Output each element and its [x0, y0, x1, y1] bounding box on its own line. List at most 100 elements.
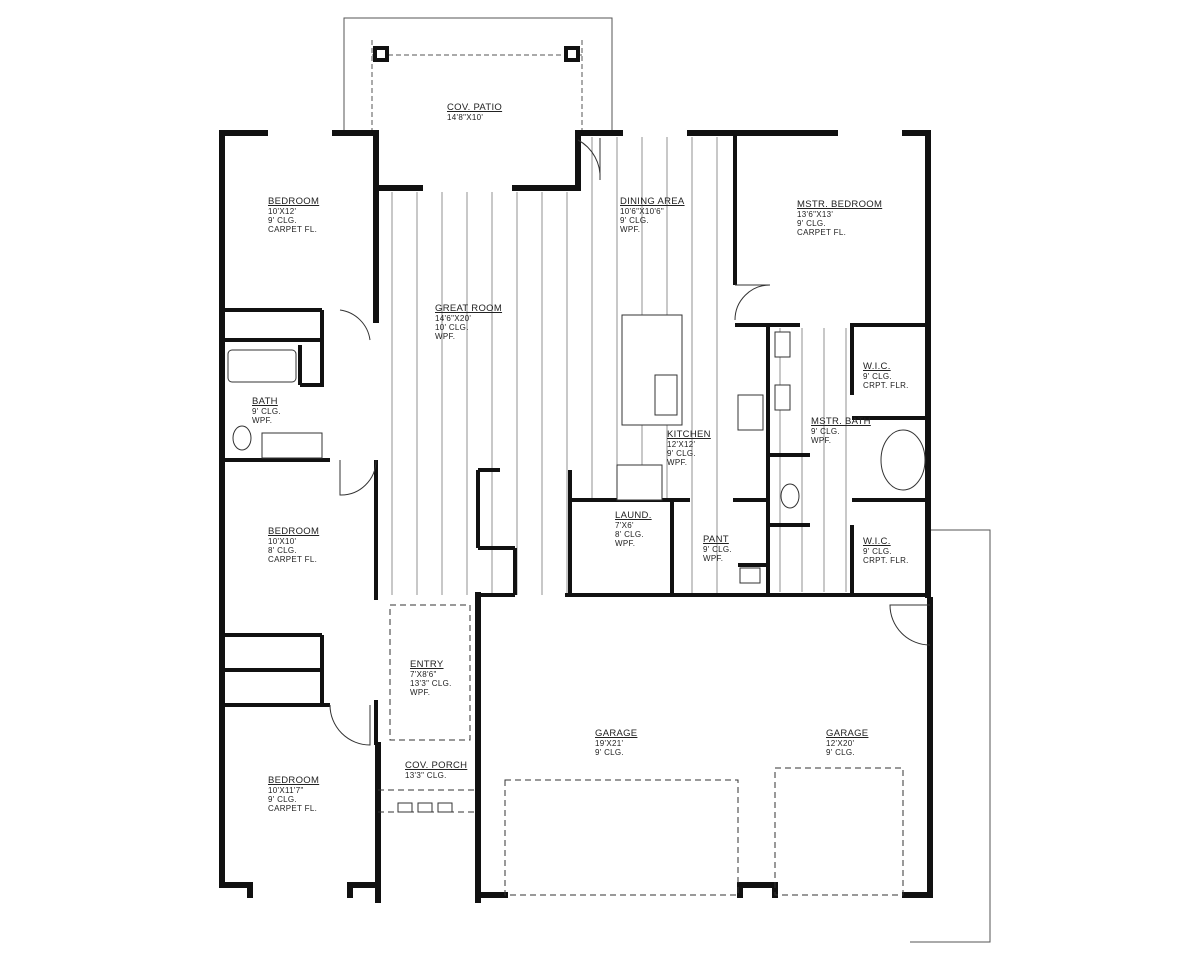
room-spec: 9' CLG.	[268, 216, 297, 225]
room-spec: 13'3" CLG.	[410, 679, 452, 688]
range	[737, 394, 764, 431]
porch-step-3	[437, 802, 453, 813]
entry-outline	[389, 604, 471, 741]
toilet-master	[780, 483, 800, 509]
room-name: PANT	[703, 534, 729, 545]
room-spec: 19'X21'	[595, 739, 624, 748]
room-spec: 7'X6'	[615, 521, 634, 530]
master-vanity-2	[774, 384, 791, 411]
room-name: BATH	[252, 396, 278, 407]
room-spec: 9' CLG.	[595, 748, 624, 757]
floor-hatch	[391, 137, 847, 595]
garage-door-1	[504, 779, 739, 896]
exterior-walls	[219, 130, 933, 903]
driveway-outline	[910, 529, 991, 943]
room-spec: WPF.	[615, 539, 636, 548]
room-spec: WPF.	[435, 332, 456, 341]
room-spec: 13'6"X13'	[797, 210, 834, 219]
fixtures	[227, 314, 926, 896]
room-name: GARAGE	[595, 728, 638, 739]
room-spec: CRPT. FLR.	[863, 381, 909, 390]
room-spec: 12'X12'	[667, 440, 696, 449]
room-spec: CARPET FL.	[797, 228, 847, 237]
room-spec: 9' CLG.	[703, 545, 732, 554]
room-spec: 10'X12'	[268, 207, 297, 216]
bath-vanity	[261, 432, 323, 459]
room-spec: CARPET FL.	[268, 804, 318, 813]
room-spec: WPF.	[667, 458, 688, 467]
room-spec: 10'X11'7"	[268, 786, 304, 795]
room-name: MSTR. BEDROOM	[797, 199, 883, 210]
room-spec: 10'6"X10'6"	[620, 207, 665, 216]
room-spec: 9' CLG.	[620, 216, 649, 225]
bathtub	[227, 349, 297, 383]
room-label-laund: LAUND.7'X6'8' CLG.WPF.	[615, 511, 652, 548]
garage-door-2	[774, 767, 904, 896]
room-name: DINING AREA	[620, 196, 685, 207]
water-heater	[739, 567, 761, 584]
room-spec: 10'X10'	[268, 537, 297, 546]
porch-step-2	[417, 802, 433, 813]
porch-step-1	[397, 802, 413, 813]
room-name: GREAT ROOM	[435, 303, 503, 314]
room-spec: WPF.	[620, 225, 641, 234]
room-name: COV. PATIO	[447, 102, 503, 113]
room-spec: WPF.	[703, 554, 724, 563]
door-swings	[329, 138, 931, 746]
room-spec: 14'6"X20'	[435, 314, 472, 323]
room-name: BEDROOM	[268, 526, 320, 537]
island-sink	[654, 374, 678, 416]
room-spec: WPF.	[410, 688, 431, 697]
room-spec: 8' CLG.	[268, 546, 297, 555]
room-spec: 9' CLG.	[252, 407, 281, 416]
room-name: GARAGE	[826, 728, 869, 739]
patio-outline	[343, 17, 613, 133]
room-spec: 9' CLG.	[811, 427, 840, 436]
toilet-bath	[232, 425, 252, 451]
room-spec: CARPET FL.	[268, 225, 318, 234]
room-spec: 10' CLG.	[435, 323, 469, 332]
soaking-tub	[880, 429, 926, 491]
room-spec: 9' CLG.	[268, 795, 297, 804]
master-vanity-1	[774, 331, 791, 358]
room-name: BEDROOM	[268, 196, 320, 207]
room-spec: CARPET FL.	[268, 555, 318, 564]
room-name: BEDROOM	[268, 775, 320, 786]
room-spec: 12'X20'	[826, 739, 855, 748]
room-spec: 14'8"X10'	[447, 113, 484, 122]
room-spec: 9' CLG.	[667, 449, 696, 458]
room-spec: 7'X8'6"	[410, 670, 437, 679]
room-spec: 9' CLG.	[826, 748, 855, 757]
room-spec: 9' CLG.	[863, 547, 892, 556]
room-name: MSTR. BATH	[811, 416, 871, 427]
room-name: LAUND.	[615, 510, 652, 521]
kitchen-sink-counter	[616, 464, 663, 501]
room-spec: WPF.	[811, 436, 832, 445]
room-name: KITCHEN	[667, 429, 711, 440]
room-label-wic-1: W.I.C.9' CLG.CRPT. FLR.	[863, 362, 909, 390]
room-name: ENTRY	[410, 659, 444, 670]
room-spec: 9' CLG.	[797, 219, 826, 228]
room-spec: 9' CLG.	[863, 372, 892, 381]
interior-walls	[222, 133, 930, 745]
room-label-wic-2: W.I.C.9' CLG.CRPT. FLR.	[863, 537, 909, 565]
room-name: W.I.C.	[863, 536, 891, 547]
room-spec: CRPT. FLR.	[863, 556, 909, 565]
room-name: W.I.C.	[863, 361, 891, 372]
room-name: COV. PORCH	[405, 760, 468, 771]
room-spec: 8' CLG.	[615, 530, 644, 539]
